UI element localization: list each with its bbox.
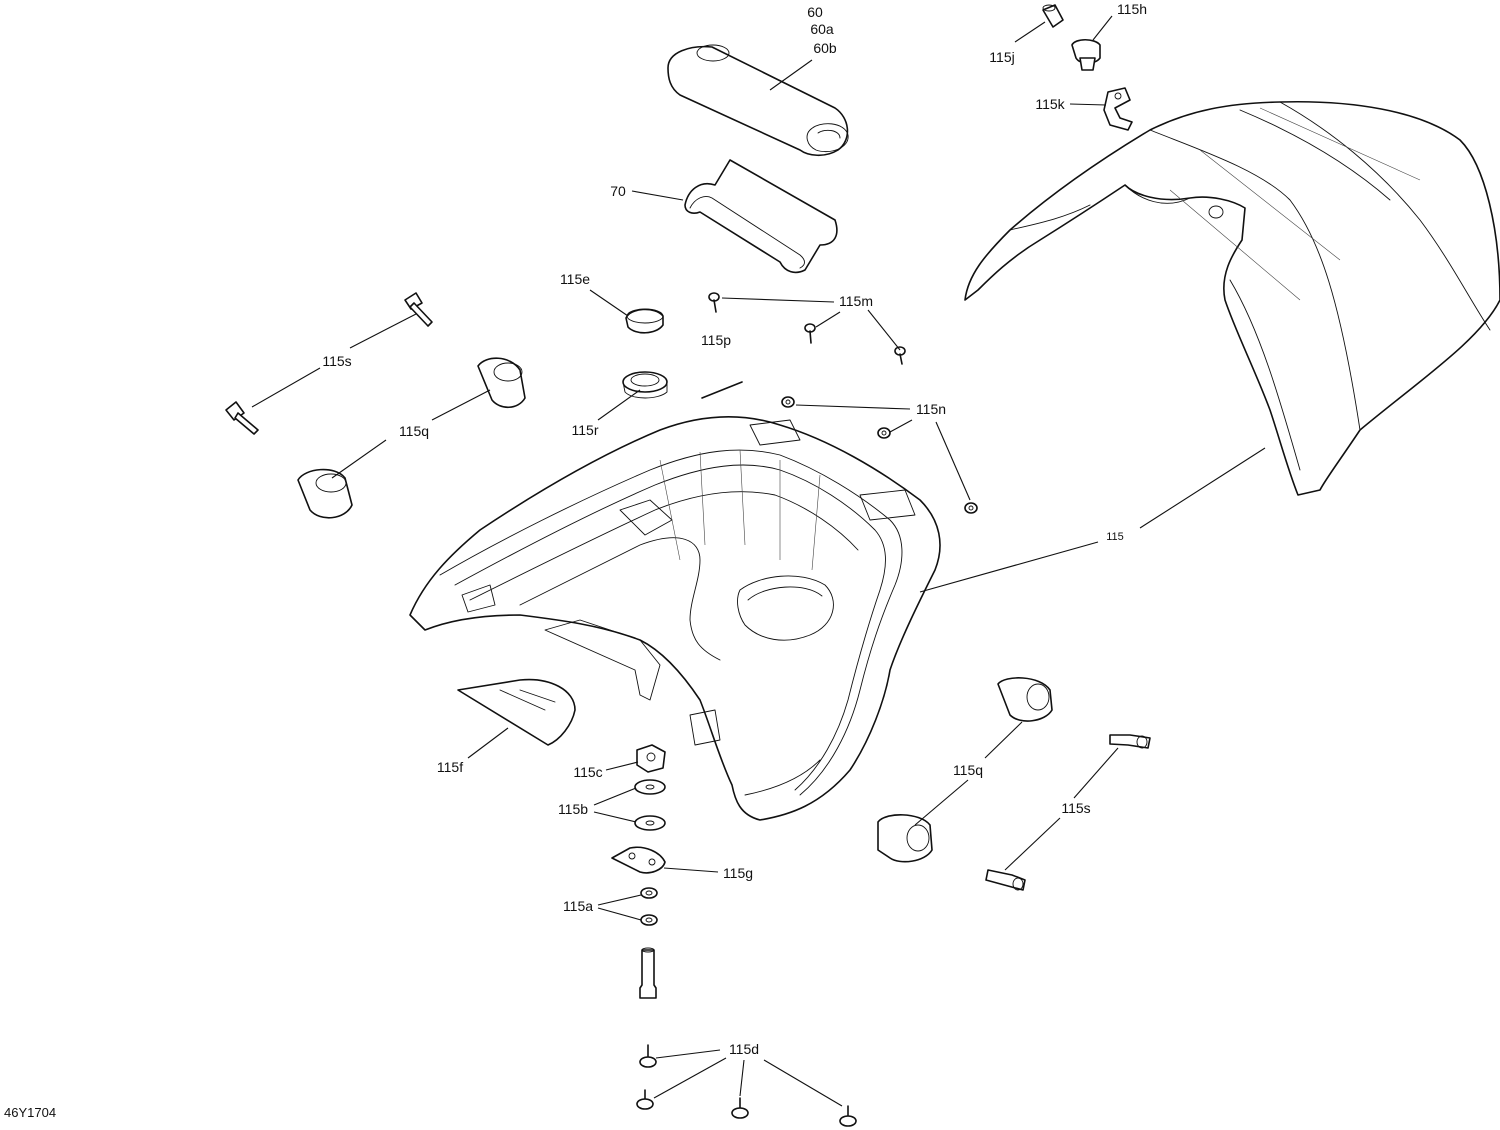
nut-115n-c[interactable] [964, 502, 978, 514]
square-nut-115c[interactable] [636, 744, 666, 773]
bushing-115q-lower-right[interactable] [877, 814, 933, 863]
grommet-115r[interactable] [622, 371, 668, 399]
nut-115n-b[interactable] [877, 427, 891, 439]
stud-115d-d[interactable] [839, 1105, 857, 1127]
plate-115g[interactable] [611, 846, 666, 874]
label-60b: 60b [813, 40, 837, 56]
grommet-115h[interactable] [1071, 38, 1101, 71]
nut-115a-upper[interactable] [640, 887, 658, 899]
bolt-115s-lower-left[interactable] [225, 401, 259, 435]
bolt-115s-upper-right[interactable] [1109, 734, 1151, 749]
sleeve-115j[interactable] [1042, 4, 1064, 28]
label-115s-left: 115s [322, 353, 351, 369]
stud-115d-b[interactable] [636, 1089, 654, 1110]
label-115m: 115m [839, 293, 873, 309]
label-115a: 115a [563, 898, 593, 914]
label-115k: 115k [1035, 96, 1065, 112]
label-115c: 115c [573, 764, 602, 780]
bracket-115k[interactable] [1103, 87, 1133, 131]
bushing-115q-upper-left[interactable] [477, 357, 526, 409]
label-115: 115 [1106, 531, 1124, 543]
washer-115b-upper[interactable] [634, 779, 666, 795]
label-115b: 115b [558, 801, 588, 817]
label-115r: 115r [572, 422, 599, 438]
screw-115m-c[interactable] [894, 346, 906, 365]
nut-115a-lower[interactable] [640, 914, 658, 926]
screw-115m-a[interactable] [708, 292, 720, 313]
label-115q-right: 115q [953, 762, 983, 778]
cover-plate-115f[interactable] [457, 678, 576, 746]
label-115s-right: 115s [1061, 800, 1090, 816]
screw-115m-b[interactable] [804, 323, 816, 344]
label-60: 60 [807, 4, 823, 20]
stud-115d-a[interactable] [639, 1044, 657, 1068]
diagram-code: 46Y1704 [4, 1105, 56, 1120]
label-115d: 115d [729, 1041, 759, 1057]
wire-frame[interactable] [684, 159, 838, 274]
label-60a: 60a [810, 21, 834, 37]
washer-115b-lower[interactable] [634, 815, 666, 831]
cushion-roll[interactable] [667, 44, 849, 157]
pin-115p[interactable] [701, 381, 743, 399]
callout-labels: 60 60a 60b 70 115h 115j 115k 115e 115m 1… [4, 1, 1147, 1120]
label-115q-left: 115q [399, 423, 429, 439]
bolt-115s-lower-right[interactable] [985, 869, 1026, 891]
label-115n: 115n [916, 401, 946, 417]
bolt-115s-upper-left[interactable] [404, 292, 433, 327]
label-115g: 115g [723, 865, 753, 881]
label-115j: 115j [989, 49, 1014, 65]
label-70: 70 [610, 183, 626, 199]
label-115h: 115h [1117, 1, 1147, 17]
label-115e: 115e [560, 271, 590, 287]
label-115p: 115p [701, 332, 731, 348]
label-115f: 115f [437, 759, 463, 775]
leader-lines [251, 15, 1266, 1107]
bushing-115q-upper-right[interactable] [997, 677, 1053, 722]
seat-base[interactable] [409, 415, 941, 821]
stud[interactable] [639, 947, 657, 999]
nut-115n-a[interactable] [781, 396, 795, 408]
seat-cushion[interactable] [964, 100, 1500, 496]
cap-115e[interactable] [625, 308, 664, 334]
stud-115d-c[interactable] [731, 1097, 749, 1119]
bushing-115q-lower-left[interactable] [297, 468, 353, 519]
